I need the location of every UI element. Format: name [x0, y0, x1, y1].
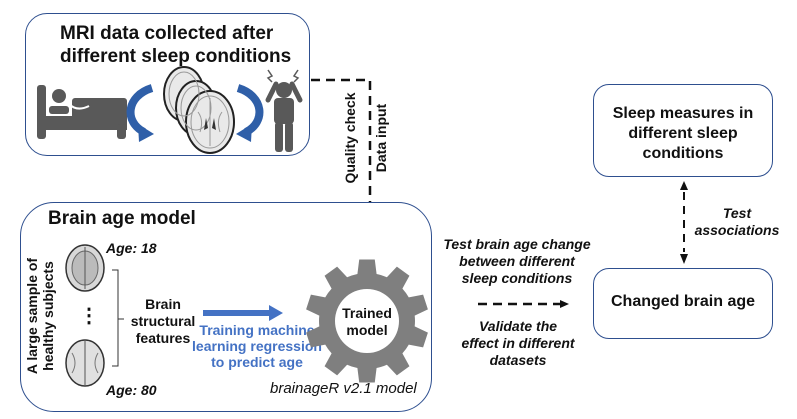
training-line1: Training machine: [199, 322, 315, 338]
gear-line1: Trained: [342, 305, 392, 321]
test-line3: sleep conditions: [461, 270, 573, 286]
mri-title-line2: different sleep conditions: [60, 46, 292, 67]
sleep-measures-box: [593, 84, 773, 177]
sample-label-line1: A large sample of: [24, 257, 40, 375]
test-line1: Test brain age change: [443, 236, 591, 252]
validate-line2: effect in different: [461, 335, 575, 351]
features-line3: features: [135, 330, 191, 346]
gear-shape: [306, 259, 428, 383]
gear-icon: [306, 259, 428, 383]
test-change-label: Test brain age change between different …: [432, 236, 602, 287]
training-line2: learning regression: [192, 338, 322, 354]
training-label: Training machine learning regression to …: [187, 322, 327, 370]
features-line1: Brain: [145, 296, 181, 312]
dashed-arrow-to-changed-age: [478, 300, 569, 308]
features-line2: structural: [130, 313, 196, 329]
brain-age-model-title: Brain age model: [48, 208, 196, 229]
test-line2: between different: [459, 253, 575, 269]
validate-line3: datasets: [489, 352, 547, 368]
cycle-arrow-icon: [126, 84, 154, 142]
sample-label: A large sample of healthy subjects: [24, 226, 56, 406]
training-arrow-icon: [203, 305, 283, 321]
validate-label: Validate the effect in different dataset…: [440, 318, 596, 369]
associations-line2: associations: [694, 222, 780, 238]
mri-title-line1: MRI data collected after: [60, 23, 274, 44]
changed-brain-age-label: Changed brain age: [610, 293, 756, 310]
mri-panel-title: MRI data collected after different sleep…: [60, 22, 291, 68]
brain-image-young-icon: [65, 244, 105, 292]
bidirectional-dashed-arrow: [680, 181, 688, 264]
model-version-label: brainageR v2.1 model: [270, 380, 417, 397]
cycle-arrow-icon: [236, 84, 264, 142]
test-associations-label: Test associations: [682, 205, 792, 239]
sleep-measures-line2: different sleep: [628, 125, 738, 142]
brain-features-label: Brain structural features: [113, 296, 213, 347]
age-young-label: Age: 18: [106, 240, 157, 256]
sample-label-line2: healthy subjects: [40, 261, 56, 371]
quality-check-label: Quality check: [342, 92, 358, 184]
data-input-label: Data input: [373, 103, 389, 173]
changed-brain-age-box: [593, 268, 773, 339]
bracket-icon: [112, 269, 124, 367]
associations-line1: Test: [722, 205, 752, 221]
sleep-measures-line1: Sleep measures in: [612, 105, 754, 122]
validate-line1: Validate the: [478, 318, 558, 334]
sleep-deprived-person-icon: [265, 69, 303, 152]
training-line3: to predict age: [211, 354, 303, 370]
ellipsis-indicator: ⋮: [79, 305, 99, 327]
sleeping-in-bed-icon: [37, 85, 127, 139]
gear-label: Trained model: [337, 305, 397, 339]
mri-brain-slices-icon: [163, 66, 235, 154]
sleep-measures-label: Sleep measures in different sleep condit…: [593, 104, 773, 164]
gear-line2: model: [346, 322, 388, 338]
sleep-measures-line3: conditions: [642, 145, 724, 162]
age-old-label: Age: 80: [106, 382, 157, 398]
brain-image-old-icon: [65, 339, 105, 387]
